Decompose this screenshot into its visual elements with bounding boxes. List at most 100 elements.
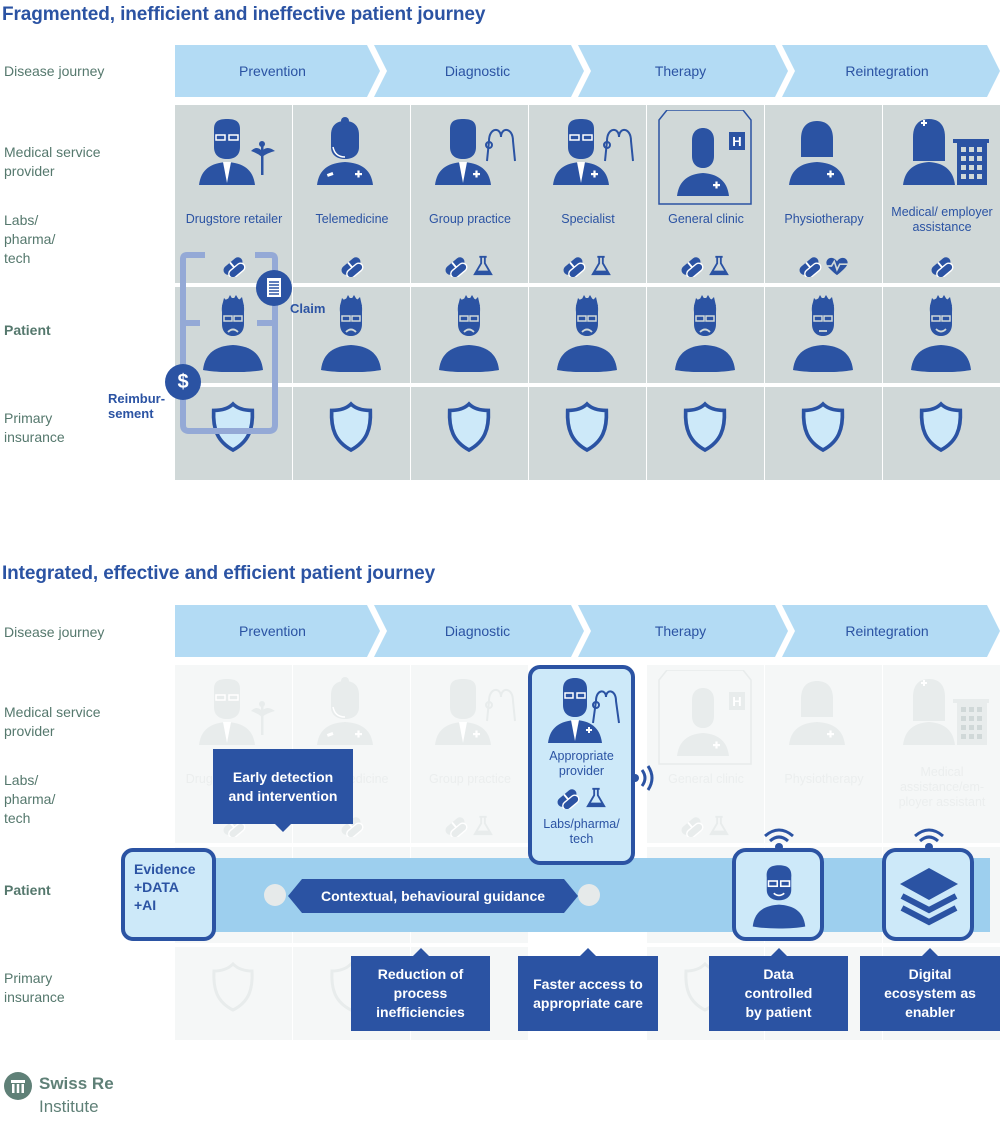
pills-icon <box>928 255 954 277</box>
wifi-icon-patient <box>762 826 796 852</box>
patient-sad-icon <box>203 295 263 372</box>
section2-title: Integrated, effective and efficient pati… <box>2 563 436 584</box>
logo-name: Swiss Re <box>39 1074 114 1093</box>
specialist-stethoscope-icon <box>553 119 634 185</box>
insurance-shield-icon <box>564 401 610 453</box>
patient-data-box <box>732 848 824 941</box>
appropriate-provider-label: Appropriate provider <box>549 749 614 778</box>
reimbursement-label: Reimbur- sement <box>108 391 166 421</box>
claim-flow <box>175 245 295 435</box>
stage-reintegration-2: Reintegration <box>845 623 929 639</box>
stage-prevention-2: Prevention <box>239 623 306 639</box>
physiotherapist-icon <box>789 121 845 185</box>
guidance-end-dot <box>578 884 600 906</box>
labs-icons <box>796 255 850 277</box>
guidance-arrow: Contextual, behavioural guidance <box>288 879 578 913</box>
evidence-line2: +DATA <box>134 879 179 895</box>
svg-text:H: H <box>732 134 741 149</box>
callout-reduction-inefficiencies: Reduction of process inefficiencies <box>351 948 490 1031</box>
callout-early-detection-text: Early detection and intervention <box>228 768 338 804</box>
insurance-shield-icon <box>918 401 964 453</box>
disease-journey-stages-2: Prevention Diagnostic Therapy Reintegrat… <box>175 605 1000 657</box>
section1-title: Fragmented, inefficient and ineffective … <box>2 4 486 25</box>
labs-pharma-tech-label: Labs/pharma/ tech <box>543 817 620 846</box>
insurance-shield-icon <box>446 401 492 453</box>
pills-icon <box>678 815 704 837</box>
provider-label: Specialist <box>561 212 615 226</box>
callout-digital-ecosystem-text: Digital ecosystem as enabler <box>884 966 976 1020</box>
patient-neutral-icon <box>793 295 853 372</box>
reimbursement-dollar-icon: $ <box>165 364 201 400</box>
specialist-icon <box>548 678 620 743</box>
row-label-disease-journey: Disease journey <box>4 63 105 79</box>
labs-icons <box>442 815 496 837</box>
pills-icon <box>338 255 364 277</box>
pharmacist-caduceus-icon <box>199 119 275 185</box>
claim-flow-lines <box>180 252 278 434</box>
doctor-stethoscope-icon <box>435 119 516 185</box>
pharmacist-caduceus-icon <box>199 679 275 745</box>
svg-text:H: H <box>732 694 741 709</box>
row-label-patient: Patient <box>4 322 51 338</box>
stage-chevron-reintegration-2 <box>782 605 1000 657</box>
stage-diagnostic: Diagnostic <box>444 63 511 79</box>
stage-prevention: Prevention <box>239 63 306 79</box>
callout-reduction-text: Reduction of process inefficiencies <box>376 966 465 1020</box>
provider-label: General clinic <box>668 212 744 226</box>
patient-sad-icon <box>675 295 735 372</box>
stage-diagnostic-2: Diagnostic <box>444 623 511 639</box>
telemedicine-headset-icon <box>317 117 373 185</box>
disease-journey-stages: Prevention Diagnostic Therapy Reintegrat… <box>175 45 1000 97</box>
provider-label: Physiotherapy <box>784 772 864 786</box>
stage-therapy: Therapy <box>654 63 707 79</box>
callout-faster-access-text: Faster access to appropriate care <box>533 975 643 1011</box>
provider-label: General clinic <box>668 772 744 786</box>
evidence-data-ai-box: Evidence +DATA +AI <box>121 848 216 941</box>
provider-label: Group practice <box>429 772 511 786</box>
callout-early-detection: Early detection and intervention <box>213 749 353 832</box>
provider-label: Medical assistance/em- ployer assistant <box>898 765 986 809</box>
hospital-clinic-icon: H <box>658 670 752 765</box>
appropriate-provider-box: Appropriate provider Labs/pharma/ tech <box>528 665 635 865</box>
logo-sub: Institute <box>39 1097 99 1116</box>
callout-faster-access: Faster access to appropriate care <box>518 948 658 1031</box>
provider-label: Medical/ employer assistance <box>891 205 993 234</box>
evidence-line1: Evidence <box>134 861 196 877</box>
provider-label: Physiotherapy <box>784 212 864 226</box>
patient-sad-icon <box>321 295 381 372</box>
stage-chevron-therapy <box>578 45 788 97</box>
insurance-shield-icon <box>212 961 254 1012</box>
stage-reintegration: Reintegration <box>845 63 929 79</box>
pills-icon <box>796 255 822 277</box>
pills-icon <box>560 255 586 277</box>
insurance-shield-icon <box>328 401 374 453</box>
provider-label: Group practice <box>429 212 511 226</box>
provider-label: Telemedicine <box>315 212 389 226</box>
callout-digital-ecosystem: Digital ecosystem as enabler <box>860 948 1000 1031</box>
row-label-primary-insurance-2: Primary insurance <box>4 970 65 1005</box>
labs-icons <box>928 255 954 277</box>
labs-icons <box>554 787 608 814</box>
stage-chevron-diagnostic <box>374 45 584 97</box>
insurance-shield-icon <box>800 401 846 453</box>
callout-data-controlled-text: Data controlled by patient <box>744 966 813 1020</box>
row-label-medical-service-provider-2: Medical service provider <box>4 704 101 739</box>
stage-chevron-reintegration <box>782 45 1000 97</box>
pills-icon <box>442 815 468 837</box>
provider-label: Drugstore retailer <box>185 212 283 226</box>
row-label-patient-2: Patient <box>4 882 51 898</box>
flask-icon <box>588 255 614 277</box>
nurse-building-icon <box>903 679 989 745</box>
labs-icons <box>678 255 732 277</box>
signal-broadcast-icon <box>626 760 662 796</box>
callout-data-controlled: Data controlled by patient <box>709 948 848 1031</box>
row-label-labs-pharma-tech-2: Labs/ pharma/ tech <box>4 772 56 826</box>
labs-icons <box>678 815 732 837</box>
guidance-label: Contextual, behavioural guidance <box>320 888 546 904</box>
stage-chevron-prevention <box>175 45 380 97</box>
flask-icon <box>706 255 732 277</box>
nurse-building-icon <box>903 119 989 185</box>
labs-icons <box>560 255 614 277</box>
provider-grid: Drugstore retailer Telemedicine Group pr… <box>0 105 1000 480</box>
flask-icon <box>470 255 496 277</box>
